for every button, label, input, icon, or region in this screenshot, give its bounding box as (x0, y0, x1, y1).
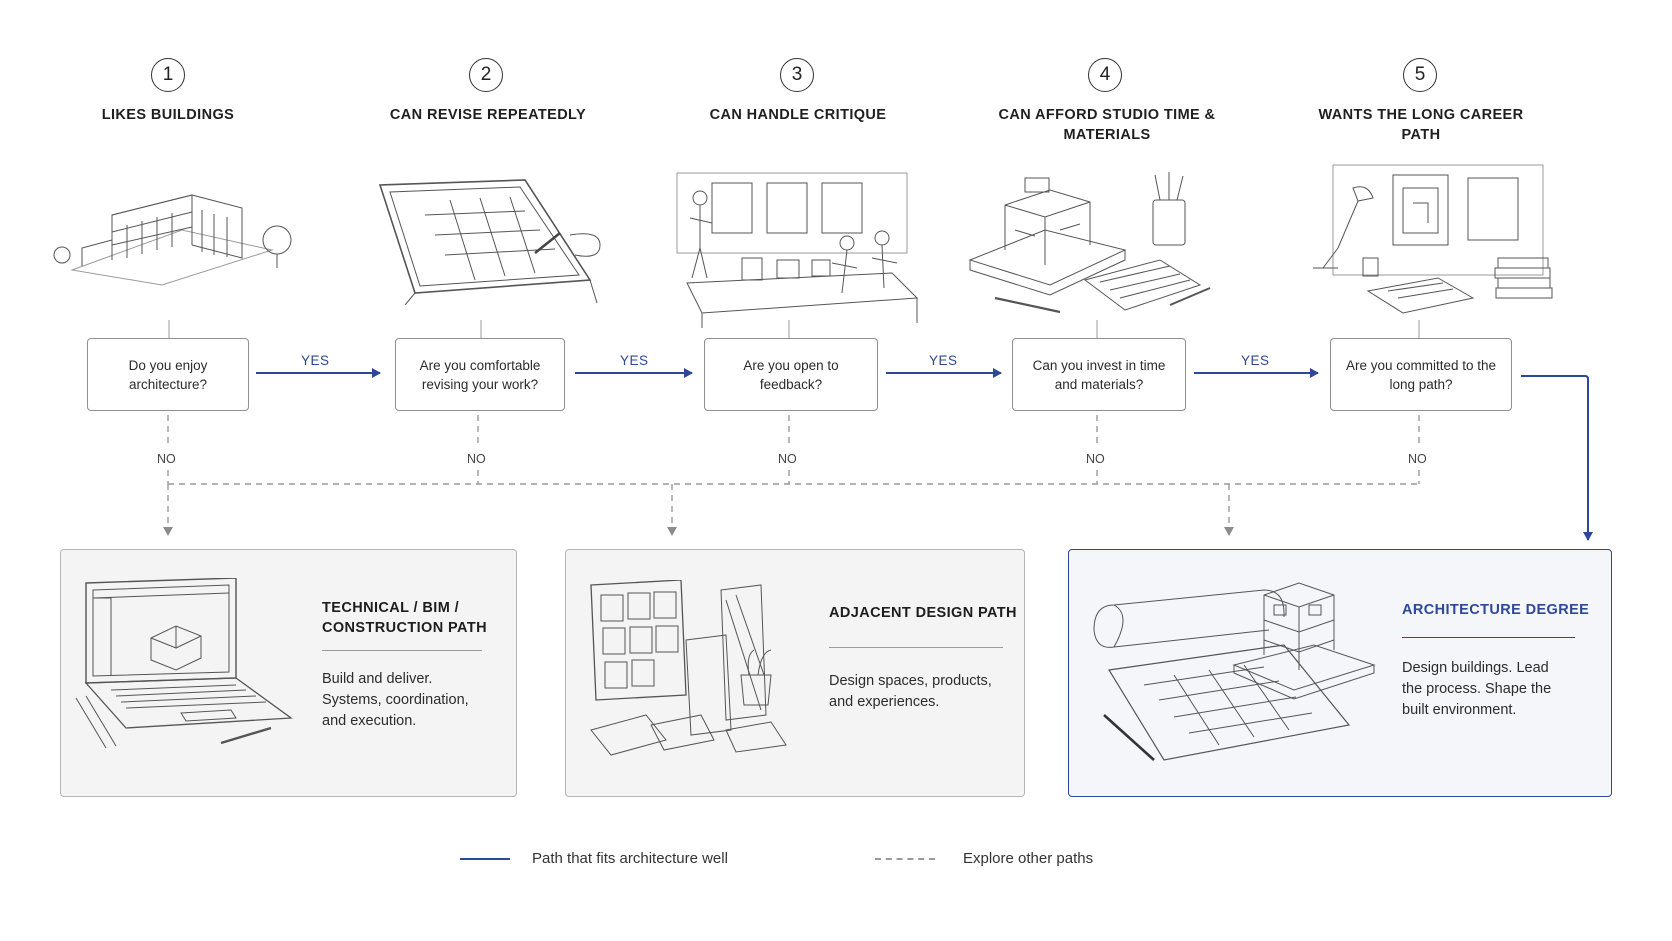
studio-critique-sketch-icon (676, 172, 919, 328)
building-sketch-icon (53, 194, 292, 286)
step-2-title: CAN REVISE REPEATEDLY (389, 107, 587, 123)
step-4-title: CAN AFFORD STUDIO TIME & MATERIALS (998, 107, 1216, 143)
outcome-architecture-degree-card: ARCHITECTURE DEGREE Design buildings. Le… (1068, 549, 1612, 797)
step-3-title: CAN HANDLE CRITIQUE (709, 107, 887, 123)
step-2-number: 2 (469, 58, 503, 92)
question-2-box: Are you comfortable revising your work? (395, 338, 565, 411)
step-5-number: 5 (1403, 58, 1437, 92)
outcome-adjacent-description: Design spaces, products, and experiences… (829, 673, 992, 710)
no-label-4: NO (1086, 452, 1105, 466)
question-1-box: Do you enjoy architecture? (87, 338, 249, 411)
step-1-number: 1 (151, 58, 185, 92)
no-label-2: NO (467, 452, 486, 466)
outcome-adjacent-card: ADJACENT DESIGN PATH Design spaces, prod… (565, 549, 1025, 797)
step-4-number: 4 (1088, 58, 1122, 92)
yes-label-1: YES (301, 353, 330, 368)
step-1-title: LIKES BUILDINGS (101, 107, 235, 123)
question-5-box: Are you committed to the long path? (1330, 338, 1512, 411)
no-label-1: NO (157, 452, 176, 466)
question-4-box: Can you invest in time and materials? (1012, 338, 1186, 411)
no-label-3: NO (778, 452, 797, 466)
step-5-title: WANTS THE LONG CAREER PATH (1318, 107, 1524, 143)
legend-explore-label: Explore other paths (963, 850, 1094, 867)
blueprint-model-sketch-icon (1093, 582, 1376, 761)
desk-lamp-and-books-sketch-icon (1313, 164, 1553, 314)
outcome-adjacent-divider (829, 647, 1003, 648)
legend-fits: Path that fits architecture well (460, 850, 728, 867)
model-and-materials-sketch-icon (968, 172, 1211, 314)
step-3-number: 3 (780, 58, 814, 92)
outcome-architecture-degree-divider (1402, 637, 1575, 638)
yes-label-3: YES (929, 353, 958, 368)
outcome-adjacent-title: ADJACENT DESIGN PATH (829, 605, 1017, 621)
outcome-technical-card: TECHNICAL / BIM / CONSTRUCTION PATH Buil… (60, 549, 517, 797)
outcome-technical-title: TECHNICAL / BIM / CONSTRUCTION PATH (322, 600, 487, 636)
moodboard-samples-sketch-icon (590, 580, 787, 756)
yes-label-4: YES (1241, 353, 1270, 368)
legend-solid-line-icon (460, 857, 510, 860)
yes-arrow-final (1521, 375, 1593, 541)
outcome-architecture-degree-title: ARCHITECTURE DEGREE (1402, 602, 1590, 618)
yes-label-2: YES (620, 353, 649, 368)
drafting-table-sketch-icon (378, 179, 601, 305)
legend-fits-label: Path that fits architecture well (532, 850, 728, 867)
outcome-technical-description: Build and deliver. Systems, coordination… (322, 671, 469, 729)
no-label-5: NO (1408, 452, 1427, 466)
legend-dashed-line-icon (875, 857, 935, 860)
outcome-technical-divider (322, 650, 482, 651)
legend-explore: Explore other paths (875, 850, 1093, 867)
laptop-bim-sketch-icon (75, 578, 293, 749)
outcome-architecture-degree-description: Design buildings. Lead the process. Shap… (1402, 660, 1552, 718)
question-3-box: Are you open to feedback? (704, 338, 878, 411)
